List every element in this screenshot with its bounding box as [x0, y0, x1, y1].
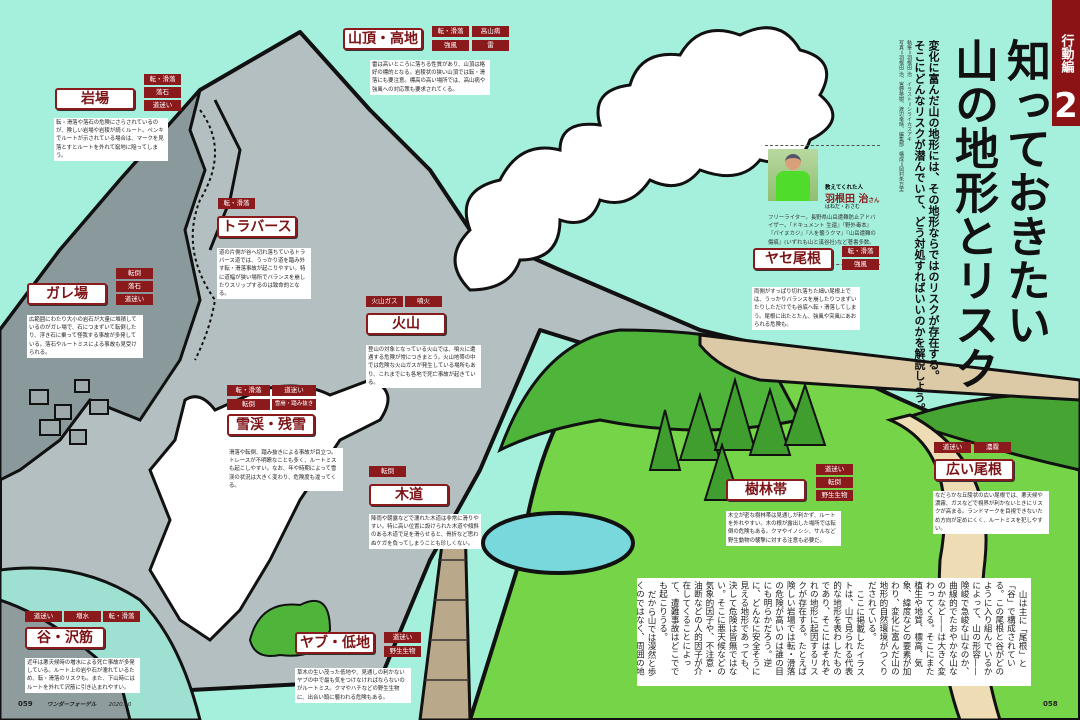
snowfield — [148, 378, 390, 642]
broad-ridge — [895, 392, 1080, 472]
risk-tag: 野生生物 — [816, 490, 853, 501]
author-photo — [768, 149, 818, 201]
terrain-title: ガレ場 — [27, 283, 107, 305]
terrain-desc: 両側がすっぱり切れ落ちた細い尾根上では、うっかりバランスを崩したりつまずいたりし… — [752, 287, 860, 331]
terrain-desc: 滑落や転倒、踏み抜きによる事故が目立つ。トレースが不明瞭なことも多く、ルートミス… — [227, 448, 343, 492]
risk-tag: 増水 — [64, 611, 101, 622]
page-number-right: 058 — [1043, 700, 1058, 708]
trail-ridge — [698, 333, 1080, 402]
risk-tag: 噴火 — [405, 296, 442, 307]
risk-tag: 野生生物 — [384, 646, 421, 657]
risk-tag: 転倒 — [816, 477, 853, 488]
profile-caption: 教えてくれた人 — [825, 185, 864, 191]
terrain-desc: 雷は高いところに落ちる性質があり、山頂は格好の標的となる。岩稜状の狭い山頂では転… — [370, 60, 490, 95]
profile: 教えてくれた人 羽根田 治さん はねだ・おさむ フリーライター。長野県山岳遭難防… — [765, 145, 880, 265]
author-honorific: さん — [868, 198, 880, 204]
terrain-title: 谷・沢筋 — [25, 627, 105, 649]
terrain-desc: 近年は悪天候時の増水による死亡事故が多発している。ルート上の岩や石が濡れているた… — [25, 658, 140, 693]
terrain-desc: 登山の対象となっている火山では、噴火に遭遇する危険が常につきまとう。火山地帯の中… — [366, 345, 481, 389]
risk-tag: 転・滑落 — [144, 74, 181, 85]
risk-tag: 道迷い — [384, 632, 421, 643]
risk-tag: 道迷い — [816, 464, 853, 475]
terrain-desc: 木立が密な樹林帯は見通しが利かず、ルートを外れやすい。木の根が露出した場所では転… — [726, 511, 841, 546]
terrain-desc: 道の片側が谷へ切れ落ちているトラバース道では、うっかり道を踏み外す転・滑落事故が… — [217, 248, 311, 300]
risk-tag: 濃霧 — [974, 442, 1011, 453]
risk-tag: 道迷い — [934, 442, 971, 453]
terrain-desc: 転・滑落や落石の危険にさらされているのが、険しい岩場や岩稜が続くルート。ペンキで… — [54, 118, 168, 162]
footer-left: 059 ワンダーフォーゲル 2020.10 — [18, 700, 131, 708]
risk-tag: 道迷い — [116, 294, 153, 305]
section-tab-label: 行動編 — [1058, 33, 1074, 73]
risk-tag: 道迷い — [144, 100, 181, 111]
magazine-name: ワンダーフォーゲル — [47, 702, 97, 708]
risk-tag: 転倒 — [369, 466, 406, 477]
title-line1: 知っておきたい — [999, 38, 1050, 346]
pond — [481, 511, 635, 575]
risk-tag: 火山ガス — [366, 296, 403, 307]
terrain-title: 雪渓・残雪 — [227, 414, 315, 436]
risk-tag: 転・滑落 — [432, 26, 469, 37]
risk-tag: 雪崩・踏み抜き — [272, 399, 316, 410]
body-text: 山は主に「尾根」と「谷」で構成されている。この尾根と谷がどのように入り組んでいる… — [637, 578, 1031, 686]
lead-line2: そこにどんなリスクが潜んでいて、どう対処すればいいのかを解説しよう。 — [913, 40, 926, 414]
terrain-title: 樹林帯 — [726, 479, 806, 501]
author-reading: はねだ・おさむ — [825, 204, 861, 210]
smoke-cloud — [453, 26, 835, 292]
terrain-title: 火山 — [366, 313, 446, 335]
lead-line1: 変化に富んだ山の地形には、その地形ならではのリスクが存在する。 — [927, 40, 940, 381]
section-tab: 行動編 2 — [1052, 0, 1080, 126]
risk-tag: 転・滑落 — [842, 246, 879, 257]
risk-tag: 転・滑落 — [218, 198, 255, 209]
risk-tag: 転・滑落 — [103, 611, 140, 622]
credits-line1: 執筆＝羽根田 治 イラスト＝シライカズアキ — [906, 40, 912, 142]
credits-line2: 写真＝羽根田 治、宮野英樹、渡辺幸晴、編集部 構成＝岡村朱万里 — [898, 40, 904, 192]
risk-tag: 転倒 — [116, 268, 153, 279]
terrain-title: 広い尾根 — [934, 459, 1014, 481]
title-line2: 山の地形とリスク — [947, 38, 998, 390]
body-paragraph: 山は主に「尾根」と「谷」で構成されている。この尾根と谷がどのように入り組んでいる… — [866, 581, 1027, 676]
terrain-desc: 草木の生い茂った低地や、見通しの利かないヤブの中で最も気をつけなければならないの… — [295, 668, 411, 703]
section-tab-number: 2 — [1054, 86, 1078, 126]
risk-tag: 高山病 — [472, 26, 509, 37]
terrain-title: ヤセ尾根 — [753, 248, 833, 270]
trees — [648, 376, 827, 501]
terrain-title: 岩場 — [55, 88, 135, 110]
risk-tag: 強風 — [432, 40, 469, 51]
body-paragraph: ここに掲載したイラストは、山で見られる代表的な地形を表わしたものであり、そこには… — [657, 581, 865, 676]
terrain-desc: 広範囲にわたり大小の岩石が大量に堆積しているのがガレ場で、石につまずいて転倒した… — [27, 315, 143, 359]
risk-tag: 強風 — [842, 259, 879, 270]
risk-tag: 道迷い — [272, 385, 316, 396]
terrain-title: 山頂・高地 — [343, 28, 423, 50]
terrain-desc: なだらかな丘陵状の広い尾根では、悪天候や濃霧、ガスなどで視界が利かないときにリス… — [933, 491, 1049, 535]
author-name: 羽根田 治 — [825, 194, 869, 205]
page-number-left: 059 — [18, 700, 33, 708]
risk-tag: 道迷い — [25, 611, 62, 622]
terrain-title: ヤブ・低地 — [295, 632, 375, 654]
issue: 2020.10 — [108, 702, 132, 708]
risk-tag: 転倒 — [227, 399, 270, 410]
risk-tag: 落石 — [116, 281, 153, 292]
terrain-desc: 降雨や朝露などで濡れた木道は非常に滑りやすい。特に高い位置に設けられた木道や傾斜… — [369, 514, 481, 549]
body-paragraph: だから山では漫然と歩くのではなく、周囲の地形を注意深く観察しながら行動しよう。大… — [637, 581, 656, 676]
risk-tag: 転・滑落 — [227, 385, 270, 396]
terrain-title: 木道 — [369, 484, 449, 506]
terrain-title: トラバース — [217, 216, 297, 238]
risk-tag: 落石 — [144, 87, 181, 98]
author-bio: フリーライター。長野県山岳遭難防止アドバイザー。『ドキュメント 生還』『野外毒本… — [768, 215, 876, 246]
risk-tag: 雷 — [472, 40, 509, 51]
